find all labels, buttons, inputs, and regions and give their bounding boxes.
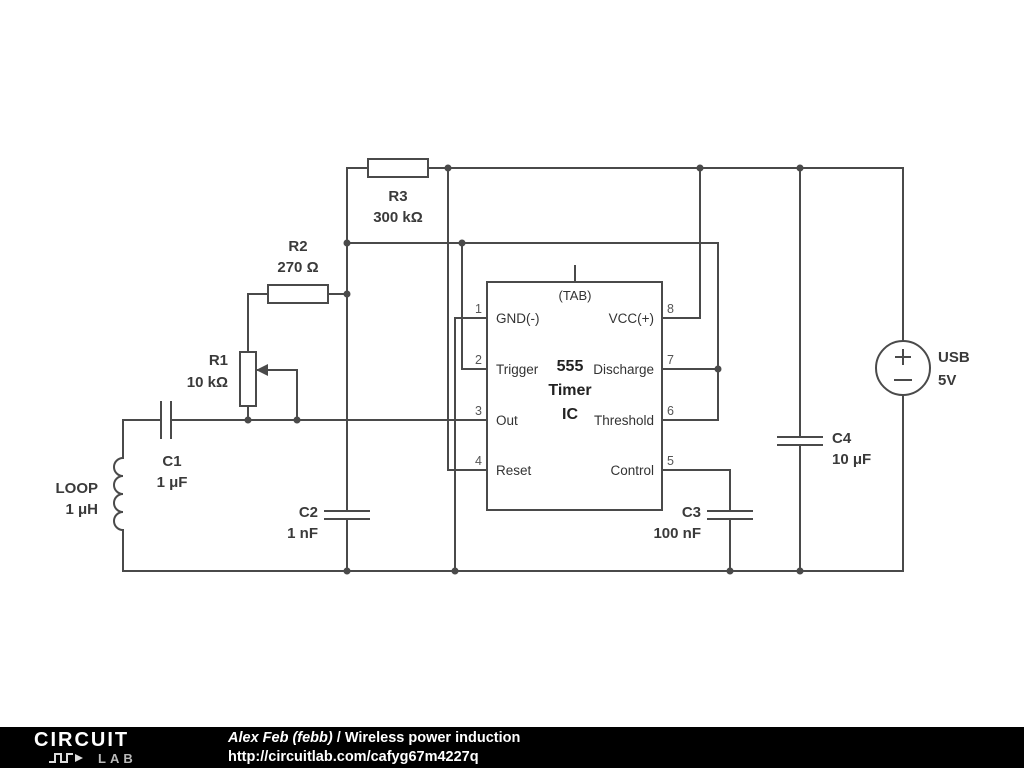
resistor-r3: R3 300 kΩ	[367, 158, 429, 226]
resistor-body	[239, 351, 257, 407]
pin-label: Reset	[496, 463, 532, 478]
capacitor-c2: C2 1 nF	[287, 504, 370, 542]
component-ref: R2	[288, 238, 307, 255]
junction-dot	[343, 567, 351, 575]
source-body	[875, 340, 931, 396]
junction-dot	[444, 164, 452, 172]
circuitlab-logo: CIRCUIT LAB	[34, 730, 184, 765]
waveform-icon	[49, 753, 83, 763]
pin-label: GND(-)	[496, 311, 540, 326]
junction-dot	[796, 164, 804, 172]
tab-label: (TAB)	[559, 288, 592, 303]
separator: /	[336, 730, 341, 747]
component-value: 1 μH	[65, 501, 98, 518]
ic-title: 555	[557, 358, 584, 375]
logo-lab-row: LAB	[34, 751, 184, 765]
pin-number: 4	[475, 454, 482, 468]
capacitor-c3: C3 100 nF	[653, 504, 753, 542]
component-ref: C1	[162, 453, 181, 470]
pin-label: Threshold	[594, 413, 654, 428]
author-name: Alex Feb (febb)	[228, 730, 333, 747]
junction-layer	[244, 164, 804, 575]
pin-number: 8	[667, 302, 674, 316]
component-ref: LOOP	[55, 480, 98, 497]
pin-number: 5	[667, 454, 674, 468]
logo-lab-text: LAB	[98, 750, 137, 766]
pin-label: Trigger	[496, 362, 539, 377]
capacitor-c1: C1 1 μF	[157, 401, 188, 491]
circuitlab-footer-bar: CIRCUIT LAB Alex Feb (febb) / Wireless p…	[0, 727, 1024, 768]
ic-title: Timer	[548, 382, 591, 399]
component-value: 10 kΩ	[187, 374, 228, 391]
pin-number: 1	[475, 302, 482, 316]
pin-number: 3	[475, 404, 482, 418]
circuit-title: Wireless power induction	[344, 730, 521, 747]
component-value: 10 μF	[832, 451, 871, 468]
junction-dot	[458, 239, 466, 247]
component-ref: C3	[682, 504, 701, 521]
circuit-meta: Alex Feb (febb) / Wireless power inducti…	[228, 729, 520, 765]
ic-body	[486, 281, 663, 511]
pin-label: Control	[610, 463, 654, 478]
junction-dot	[244, 416, 252, 424]
component-value: 300 kΩ	[373, 209, 423, 226]
circuit-url: http://circuitlab.com/cafyg67m4227q	[228, 748, 479, 765]
junction-dot	[714, 365, 722, 373]
component-value: 270 Ω	[277, 259, 318, 276]
circuit-byline: Alex Feb (febb) / Wireless power inducti…	[228, 729, 520, 747]
junction-dot	[343, 239, 351, 247]
pin-label: Discharge	[593, 362, 654, 377]
voltage-source-usb: USB 5V	[875, 340, 970, 396]
ic-title: IC	[562, 406, 578, 423]
inductor-loop: LOOP 1 μH	[55, 456, 125, 532]
junction-dot	[451, 567, 459, 575]
resistor-body	[267, 284, 329, 304]
component-value: 1 nF	[287, 525, 318, 542]
junction-dot	[796, 567, 804, 575]
pin-number: 7	[667, 353, 674, 367]
pin-number: 6	[667, 404, 674, 418]
potentiometer-r1: R1 10 kΩ	[187, 351, 298, 421]
pin-label: Out	[496, 413, 518, 428]
resistor-body	[367, 158, 429, 178]
component-ref: R1	[209, 352, 228, 369]
component-value: 100 nF	[653, 525, 701, 542]
component-ref: R3	[388, 188, 407, 205]
component-value: 5V	[938, 372, 956, 389]
inductor-coil	[113, 456, 125, 532]
junction-dot	[726, 567, 734, 575]
schematic-canvas: R3 300 kΩ R2 270 Ω R1 10 kΩ C1 1 μF LOOP…	[55, 158, 970, 575]
junction-dot	[696, 164, 704, 172]
pin-label: VCC(+)	[609, 311, 654, 326]
component-value: 1 μF	[157, 474, 188, 491]
component-ref: C2	[299, 504, 318, 521]
logo-circuit-text: CIRCUIT	[34, 729, 130, 751]
wiper-arrow-icon	[256, 364, 268, 376]
ic-555-timer: (TAB) 555 Timer IC 1 2 3 4 GND(-) Trigge…	[475, 265, 674, 511]
junction-dot	[343, 290, 351, 298]
pin-number: 2	[475, 353, 482, 367]
component-ref: C4	[832, 430, 852, 447]
component-ref: USB	[938, 349, 970, 366]
resistor-r2: R2 270 Ω	[267, 238, 329, 304]
capacitor-c4: C4 10 μF	[777, 430, 871, 468]
wire-layer	[122, 167, 904, 572]
